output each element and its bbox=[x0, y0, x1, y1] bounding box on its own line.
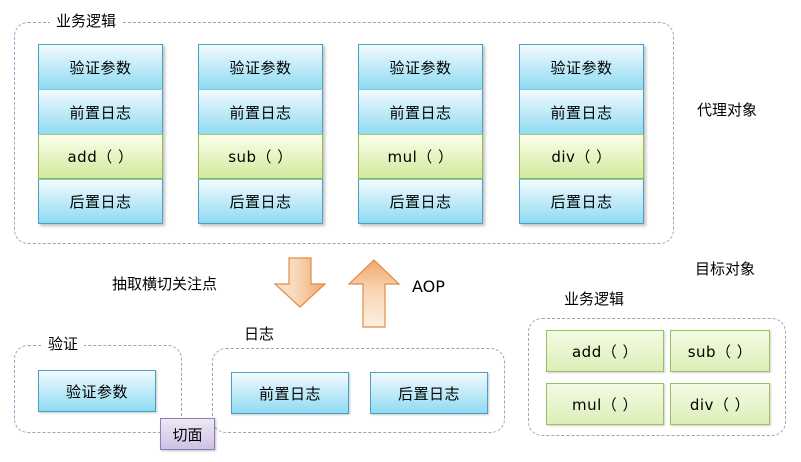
aspect-cell-before-log[interactable]: 前置日志 bbox=[231, 372, 349, 414]
validation-group-label: 验证 bbox=[42, 337, 85, 352]
logging-aspect-group bbox=[212, 348, 505, 433]
proxy-column-sub: 验证参数 前置日志 sub（ ） 后置日志 bbox=[198, 44, 323, 224]
proxy-cell-method[interactable]: sub（ ） bbox=[198, 134, 323, 179]
validation-aspect-group bbox=[14, 345, 182, 433]
proxy-cell-validate-params[interactable]: 验证参数 bbox=[519, 44, 644, 89]
proxy-cell-validate-params[interactable]: 验证参数 bbox=[198, 44, 323, 89]
proxy-cell-after-log[interactable]: 后置日志 bbox=[198, 179, 323, 224]
proxy-cell-method[interactable]: div（ ） bbox=[519, 134, 644, 179]
proxy-object-group bbox=[14, 22, 674, 244]
logging-group-label: 日志 bbox=[238, 327, 281, 342]
target-method-add[interactable]: add（ ） bbox=[546, 330, 664, 372]
proxy-cell-after-log[interactable]: 后置日志 bbox=[358, 179, 483, 224]
proxy-column-add: 验证参数 前置日志 add（ ） 后置日志 bbox=[38, 44, 163, 224]
proxy-group-label: 业务逻辑 bbox=[50, 14, 123, 29]
aop-label: AOP bbox=[412, 277, 445, 296]
proxy-cell-before-log[interactable]: 前置日志 bbox=[519, 89, 644, 134]
proxy-object-side-label: 代理对象 bbox=[697, 101, 758, 119]
proxy-cell-method[interactable]: add（ ） bbox=[38, 134, 163, 179]
proxy-cell-method[interactable]: mul（ ） bbox=[358, 134, 483, 179]
aspect-cell-after-log[interactable]: 后置日志 bbox=[370, 372, 488, 414]
proxy-cell-after-log[interactable]: 后置日志 bbox=[38, 179, 163, 224]
proxy-column-div: 验证参数 前置日志 div（ ） 后置日志 bbox=[519, 44, 644, 224]
down-arrow-icon bbox=[271, 256, 329, 310]
proxy-cell-before-log[interactable]: 前置日志 bbox=[358, 89, 483, 134]
target-group-label: 业务逻辑 bbox=[558, 292, 631, 307]
target-object-side-label: 目标对象 bbox=[695, 260, 756, 278]
proxy-cell-before-log[interactable]: 前置日志 bbox=[38, 89, 163, 134]
target-method-div[interactable]: div（ ） bbox=[670, 383, 770, 425]
proxy-cell-validate-params[interactable]: 验证参数 bbox=[38, 44, 163, 89]
target-method-sub[interactable]: sub（ ） bbox=[670, 330, 770, 372]
proxy-cell-before-log[interactable]: 前置日志 bbox=[198, 89, 323, 134]
proxy-cell-after-log[interactable]: 后置日志 bbox=[519, 179, 644, 224]
target-method-mul[interactable]: mul（ ） bbox=[546, 383, 664, 425]
aspect-cell-validate-params[interactable]: 验证参数 bbox=[38, 370, 156, 412]
up-arrow-icon bbox=[345, 258, 403, 330]
proxy-column-mul: 验证参数 前置日志 mul（ ） 后置日志 bbox=[358, 44, 483, 224]
proxy-cell-validate-params[interactable]: 验证参数 bbox=[358, 44, 483, 89]
target-business-logic-group bbox=[528, 318, 786, 436]
extract-crosscutting-label: 抽取横切关注点 bbox=[112, 275, 218, 293]
aspect-chip[interactable]: 切面 bbox=[160, 418, 215, 450]
